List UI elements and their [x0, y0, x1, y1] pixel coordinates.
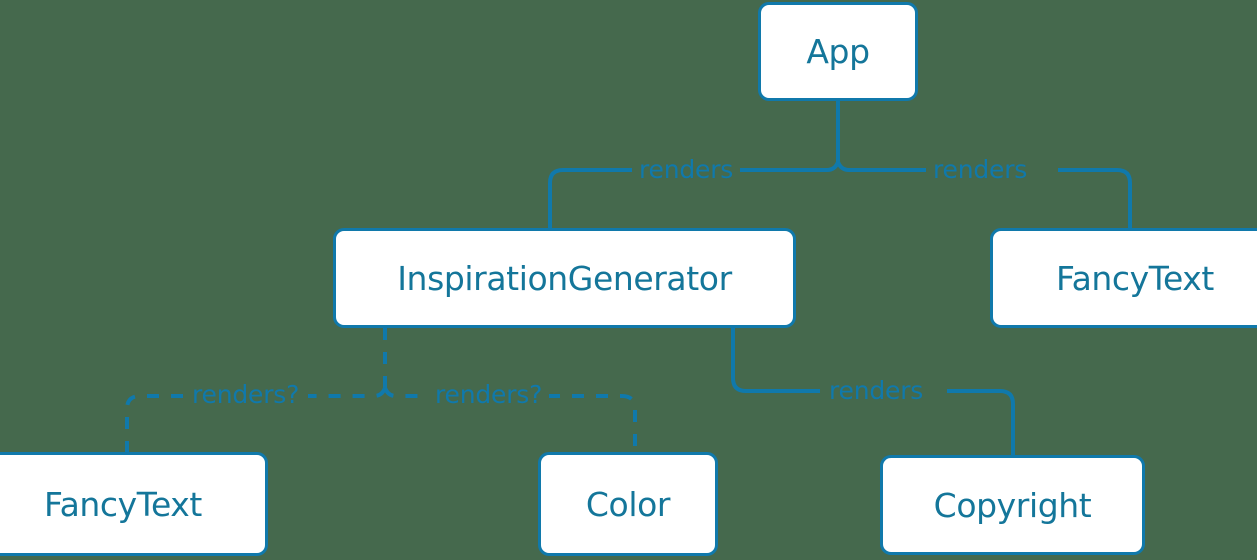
edge-inspgen-to-fancytext-dashed [125, 394, 183, 452]
node-fancytext-top-right-label: FancyText [1056, 258, 1214, 298]
edge-inspgen-dashed-branch-left [308, 387, 387, 398]
node-app[interactable]: App [758, 2, 918, 101]
edge-label-inspirationgenerator-to-copyright: renders [822, 378, 931, 403]
edge-inspgen-to-copyright-a [731, 328, 820, 393]
edge-label-inspirationgenerator-to-fancytext: renders? [185, 382, 307, 407]
node-fancytext-top-right[interactable]: FancyText [990, 228, 1257, 328]
edge-inspgen-to-copyright-b [947, 389, 1015, 455]
edge-inspgen-dashed-branch-right [383, 387, 424, 398]
edge-app-branch-left [727, 161, 840, 172]
edge-label-inspirationgenerator-to-color: renders? [428, 382, 550, 407]
node-copyright-label: Copyright [933, 485, 1092, 525]
edge-app-to-fancytext [1058, 168, 1132, 228]
edge-app-to-inspgen [548, 168, 633, 228]
node-fancytext-bottom-left-label: FancyText [44, 484, 202, 524]
node-color-label: Color [585, 484, 671, 524]
node-app-label: App [806, 32, 870, 71]
node-fancytext-bottom-left[interactable]: FancyText [0, 452, 268, 556]
node-color[interactable]: Color [538, 452, 718, 556]
edge-app-branch-right [836, 161, 929, 172]
edge-label-app-to-fancytext: renders [926, 157, 1035, 182]
edge-label-app-to-inspirationgenerator: renders [632, 157, 741, 182]
node-inspirationgenerator-label: InspirationGenerator [397, 258, 732, 298]
node-copyright[interactable]: Copyright [880, 455, 1145, 555]
node-inspirationgenerator[interactable]: InspirationGenerator [333, 228, 796, 328]
edge-inspgen-to-color-dashed [548, 394, 637, 452]
